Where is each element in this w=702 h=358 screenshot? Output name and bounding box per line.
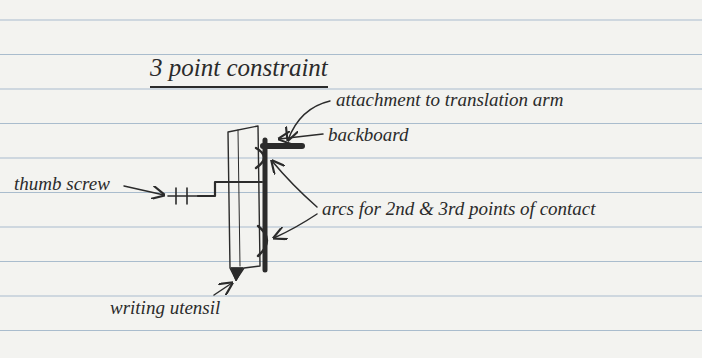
leader-arrow xyxy=(214,283,232,295)
ruled-line xyxy=(0,226,702,227)
ruled-line xyxy=(0,295,702,296)
annotation-label: attachment to translation arm xyxy=(336,88,563,113)
ruled-line xyxy=(0,330,702,331)
annotation-label: writing utensil xyxy=(110,296,220,321)
pencil-ridge xyxy=(238,130,240,266)
thumb-screw-shaft xyxy=(198,182,262,196)
ruled-line xyxy=(0,157,702,158)
sketch-title: 3 point constraint xyxy=(150,52,328,88)
leader-arrow xyxy=(124,186,164,195)
contact-arc xyxy=(258,226,267,256)
annotation-label: backboard xyxy=(328,123,409,148)
contact-arc xyxy=(256,148,264,168)
pencil-tip xyxy=(231,268,243,281)
leader-arrow xyxy=(279,134,323,139)
thumb-screw-head xyxy=(176,188,187,204)
leader-arrow xyxy=(274,214,317,238)
leader-arrow xyxy=(272,161,317,207)
thumb-screw-head xyxy=(168,195,198,197)
ruled-line xyxy=(0,19,702,20)
writing-utensil-body xyxy=(228,126,260,280)
ruled-line xyxy=(0,123,702,124)
annotation-label: thumb screw xyxy=(14,172,110,197)
ruled-line xyxy=(0,261,702,262)
annotation-label: arcs for 2nd & 3rd points of contact xyxy=(322,197,596,222)
attachment-bar xyxy=(263,143,302,149)
ruled-line xyxy=(0,54,702,55)
